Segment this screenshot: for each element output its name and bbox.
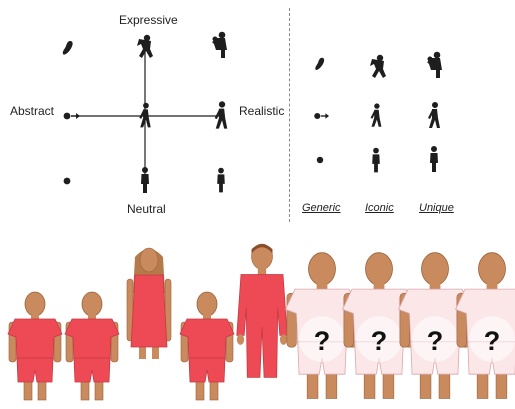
question-mark: ? [484, 326, 501, 356]
woman-figure-red [127, 248, 171, 359]
question-mark: ? [427, 326, 444, 356]
question-mark: ? [314, 326, 331, 356]
child-figure-red [180, 292, 234, 400]
man-figure-red [237, 244, 287, 377]
question-mark: ? [371, 326, 388, 356]
unknown-person-figure: ? [456, 253, 515, 399]
child-figure-red [65, 292, 119, 400]
child-figure-red [8, 292, 62, 400]
